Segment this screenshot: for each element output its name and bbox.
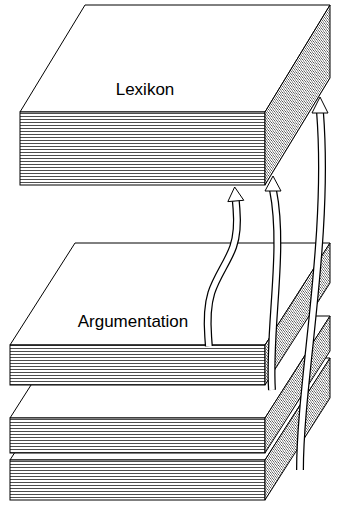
hollow-arrow (265, 176, 281, 390)
stack-faces (10, 243, 330, 385)
hollow-arrow (300, 97, 328, 470)
stack-faces (20, 5, 330, 185)
front-face (10, 345, 265, 385)
front-face (20, 112, 265, 185)
connector-group (208, 187, 244, 346)
arrow-outline (208, 201, 238, 346)
page-stack: Argumentation (8, 241, 332, 387)
stack-label: Argumentation (78, 313, 189, 332)
page-stack: Lexikon (18, 3, 332, 189)
arrow-head (228, 187, 244, 202)
hollow-arrow (208, 187, 244, 346)
stack-outline (18, 3, 332, 189)
arrow-hollow (208, 201, 238, 346)
stack-label: Lexikon (116, 81, 175, 100)
